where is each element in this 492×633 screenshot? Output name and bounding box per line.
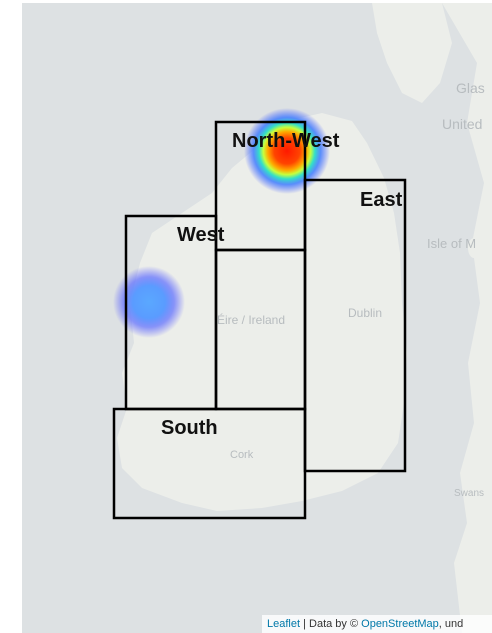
attribution-separator: | Data by © (300, 618, 362, 630)
tile-label-glasgow: Glas (456, 80, 485, 96)
attribution-suffix: , und (438, 618, 464, 630)
tile-label-swansea: Swans (454, 488, 484, 499)
tile-label-cork: Cork (230, 449, 254, 461)
region-label-west: West (177, 224, 225, 246)
leaflet-link[interactable]: Leaflet (267, 618, 301, 630)
map-view[interactable]: Glas United Isle of M Éire / Ireland Dub… (22, 3, 492, 633)
great-britain-landmass (442, 3, 492, 633)
tile-label-dublin: Dublin (348, 306, 382, 320)
region-south-outline[interactable] (112, 407, 307, 520)
tile-label-isle-of-man: Isle of M (427, 236, 476, 251)
map-canvas[interactable]: Glas United Isle of M Éire / Ireland Dub… (22, 3, 492, 633)
scotland-landmass (372, 3, 452, 103)
heatmap-point-west (113, 266, 185, 338)
openstreetmap-link[interactable]: OpenStreetMap (361, 618, 439, 630)
ireland-landmass (117, 113, 407, 511)
region-label-east: East (360, 189, 403, 211)
tile-label-united-kingdom: United (442, 116, 482, 132)
heatmap-point-north-west (244, 108, 330, 194)
region-label-north-west: North-West (232, 130, 340, 152)
region-label-south: South (161, 417, 218, 439)
map-attribution: Leaflet | Data by © OpenStreetMap, und (262, 615, 492, 633)
tile-label-ireland: Éire / Ireland (217, 312, 285, 327)
isle-of-man-landmass (468, 238, 480, 258)
